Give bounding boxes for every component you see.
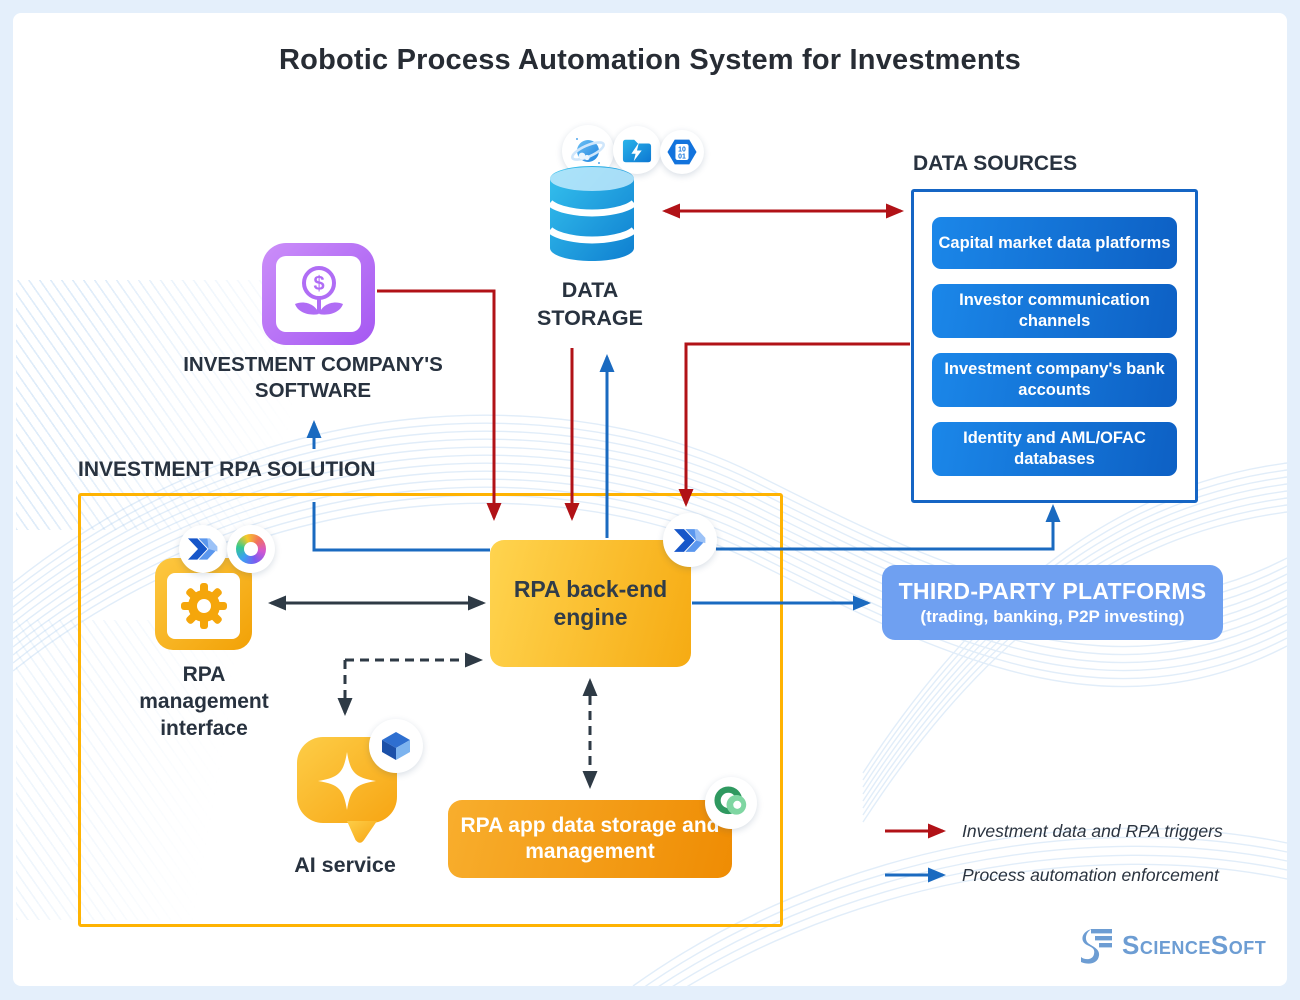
company-software-label: INVESTMENT COMPANY'S SOFTWARE xyxy=(183,353,443,403)
data-source-item: Capital market data platforms xyxy=(932,217,1177,269)
data-sources-title: DATA SOURCES xyxy=(913,152,1078,175)
window-icon xyxy=(167,573,240,639)
data-source-item: Investor communication channels xyxy=(932,284,1177,338)
money-plant-icon: $ xyxy=(294,266,343,315)
green-circles-icon xyxy=(705,777,757,829)
rpa-app-storage-box: RPA app data storage and management xyxy=(448,800,732,878)
data-sources-box: Capital market data platforms Investor c… xyxy=(911,189,1198,503)
window-icon: $ xyxy=(276,256,361,332)
company-software-icon: $ xyxy=(262,243,375,345)
rpa-engine-label: RPA back-end engine xyxy=(513,575,668,630)
third-party-subtitle: (trading, banking, P2P investing) xyxy=(920,607,1185,626)
sciencesoft-logo-icon xyxy=(1081,929,1112,964)
legend-item-red: Investment data and RPA triggers xyxy=(962,821,1223,841)
ai-service-label: AI service xyxy=(294,853,396,877)
diagram-title: Robotic Process Automation System for In… xyxy=(279,44,1021,76)
third-party-title: THIRD-PARTY PLATFORMS xyxy=(898,578,1207,604)
data-source-item: Identity and AML/OFAC databases xyxy=(932,422,1177,476)
gear-icon xyxy=(180,583,227,629)
rpa-engine-box: RPA back-end engine xyxy=(490,540,691,667)
svg-text:10: 10 xyxy=(678,146,686,153)
third-party-box: THIRD-PARTY PLATFORMS (trading, banking,… xyxy=(882,565,1223,640)
legend-item-blue: Process automation enforcement xyxy=(962,865,1219,885)
svg-text:$: $ xyxy=(313,273,324,295)
data-source-item: Investment company's bank accounts xyxy=(932,353,1177,407)
data-storage-label: DATA STORAGE xyxy=(537,278,643,330)
power-automate-icon xyxy=(179,525,227,573)
brand-logo-text: ScienceSoft xyxy=(1122,929,1267,960)
svg-text:01: 01 xyxy=(678,154,686,161)
binary-hexagon-icon: 10 01 xyxy=(660,130,704,174)
brand-logo: ScienceSoft xyxy=(1078,926,1266,964)
rpa-management-label: RPA management interface xyxy=(139,663,269,740)
rpa-app-storage-label: RPA app data storage and management xyxy=(460,814,720,863)
folder-lightning-icon xyxy=(613,126,661,174)
rpa-solution-label: INVESTMENT RPA SOLUTION xyxy=(78,458,376,481)
power-automate-icon xyxy=(663,513,717,567)
azure-cube-icon xyxy=(369,719,423,773)
database-cylinder-icon xyxy=(548,166,636,261)
copilot-icon xyxy=(227,525,275,573)
